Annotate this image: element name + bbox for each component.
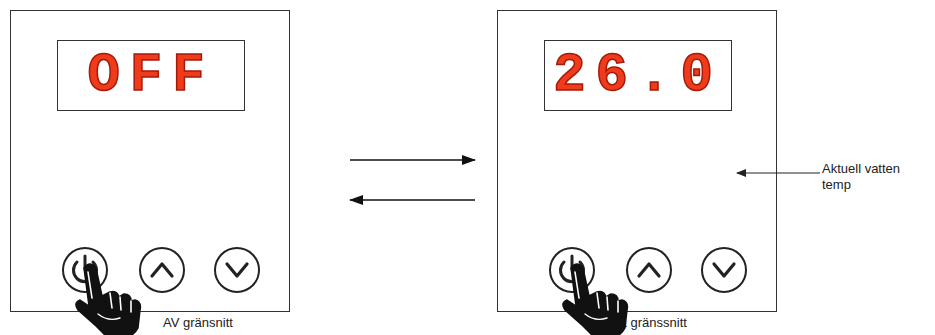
panel-caption: AV gränsnitt (163, 315, 233, 330)
pointing-hand (563, 264, 628, 335)
callout-label: Aktuell vatten temp (822, 161, 927, 193)
state-arrow (350, 199, 475, 201)
display-reading: 26.0 (553, 49, 723, 103)
display-reading: OFF (87, 49, 214, 103)
led-display: OFF (57, 40, 245, 111)
leader-line (737, 172, 820, 173)
pointing-hand (76, 264, 141, 335)
state-arrow (350, 159, 475, 161)
led-display: 26.0 (544, 40, 732, 111)
